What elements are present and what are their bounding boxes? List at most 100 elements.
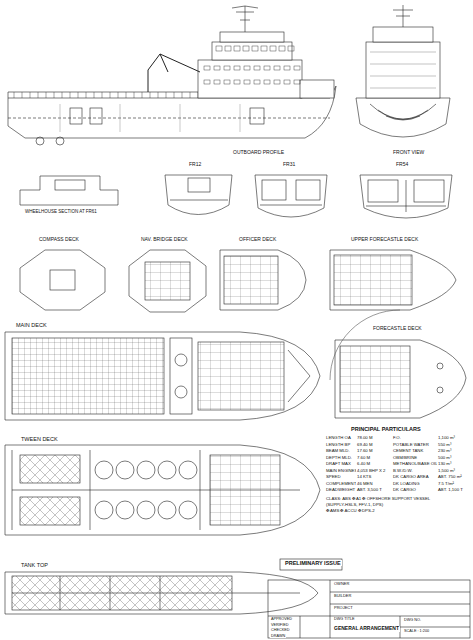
- drawing-label: LENGTH BP: [325, 443, 351, 448]
- tank-top-plan: [5, 572, 318, 614]
- drawing-path: [148, 54, 200, 92]
- drawing-stroke: [182, 92, 183, 98]
- drawing-label: LENGTH OA: [325, 436, 352, 441]
- drawing-rect: [198, 342, 284, 410]
- drawing-path: [393, 5, 413, 27]
- drawing-label: NAV. BRIDGE DECK: [140, 237, 189, 243]
- drawing-rect: [170, 338, 192, 414]
- preliminary-stamp: [280, 559, 342, 570]
- drawing-path: [360, 175, 452, 218]
- drawing-label: 550 m³: [437, 443, 452, 448]
- drawing-label: 69.40 M: [356, 443, 374, 448]
- drawing-label: FR12: [188, 162, 202, 168]
- drawing-path: [260, 205, 322, 206]
- drawing-label: 6.40 M: [356, 462, 371, 467]
- outboard-profile: [8, 6, 336, 145]
- drawing-circle: [175, 354, 187, 366]
- drawing-circle: [175, 386, 187, 398]
- drawing-label: BEAM MLD.: [325, 449, 351, 454]
- drawing-path: [232, 6, 258, 32]
- drawing-label: POTABLE WATER: [392, 443, 430, 448]
- drawing-label: WHEELHOUSE SECTION AT FR61: [24, 209, 98, 214]
- drawing-label: 14 KTS: [356, 475, 372, 480]
- drawing-stroke: [234, 66, 240, 70]
- drawing-stroke: [174, 92, 175, 98]
- drawing-stroke: [243, 46, 249, 51]
- drawing-stroke: [214, 66, 220, 70]
- drawing-rect: [334, 255, 412, 305]
- drawing-stroke: [116, 501, 134, 519]
- drawing-rect: [366, 42, 440, 98]
- drawing-label: 7.60 M: [356, 456, 371, 461]
- tween-deck-plan: [5, 445, 320, 535]
- drawing-label: FR31: [282, 162, 296, 168]
- drawing-path: [20, 176, 118, 205]
- drawing-rect: [50, 270, 75, 290]
- drawing-stroke: [214, 80, 220, 84]
- drawing-label: PRELIMINARY ISSUE: [284, 560, 342, 566]
- drawing-label: DK CARGO: [392, 488, 417, 493]
- drawing-stroke: [294, 80, 300, 84]
- drawing-label: TANK TOP: [20, 562, 49, 568]
- drawing-stroke: [234, 80, 240, 84]
- drawing-label: ABT. 3,500 T: [356, 488, 383, 493]
- drawing-stroke: [102, 92, 103, 98]
- drawing-label: DRAFT MAX: [325, 462, 352, 467]
- drawing-label: OWNER: [333, 582, 350, 587]
- drawing-label: DEPTH MLD.: [325, 456, 353, 461]
- wheelhouse-section: [20, 176, 118, 205]
- drawing-label: B.W./D.W.: [392, 469, 414, 474]
- drawing-label: APPROVED: [270, 617, 293, 621]
- drawing-stroke: [95, 501, 113, 519]
- drawing-path: [366, 180, 446, 212]
- drawing-circle: [36, 137, 44, 145]
- drawing-label: DEADWEIGHT: [325, 488, 356, 493]
- drawing-stroke: [284, 66, 290, 70]
- drawing-circle: [437, 387, 443, 393]
- drawing-label: METHANOL/BASE OIL: [392, 462, 439, 467]
- drawing-stroke: [46, 92, 47, 98]
- drawing-label: CLASS: ABS ✠ A1 ✠ OFFSHORE SUPPORT VESSE…: [325, 497, 431, 502]
- drawing-stroke: [95, 461, 113, 479]
- drawing-path: [5, 332, 320, 420]
- drawing-stroke: [279, 46, 285, 51]
- drawing-rect: [12, 338, 164, 414]
- drawing-rect: [300, 80, 334, 98]
- drawing-label: OFFICER DECK: [238, 237, 277, 243]
- drawing-label: 230 m³: [437, 449, 452, 454]
- drawing-path: [129, 250, 206, 312]
- drawing-path: [8, 92, 200, 98]
- drawing-label: ABT. 750 m²: [437, 475, 463, 480]
- drawing-stroke: [62, 92, 63, 98]
- drawing-path: [12, 450, 300, 530]
- drawing-label: COMPLEMENT: [325, 482, 357, 487]
- drawing-path: [335, 340, 466, 418]
- drawing-label: F.O.: [392, 436, 402, 441]
- drawing-label: PROJECT: [333, 606, 354, 611]
- drawing-path: [165, 175, 232, 215]
- drawing-stroke: [30, 92, 31, 98]
- drawing-path: [12, 576, 300, 610]
- forecastle-deck-plan: [330, 310, 466, 418]
- drawing-stroke: [264, 66, 270, 70]
- drawing-rect: [212, 42, 292, 60]
- main-deck-plan: [5, 332, 320, 420]
- drawing-label: MAIN ENGINES: [325, 469, 358, 474]
- drawing-label: CEMENT TANK: [392, 449, 424, 454]
- drawing-stroke: [254, 80, 260, 84]
- drawing-rect: [210, 455, 280, 525]
- drawing-stroke: [244, 80, 250, 84]
- drawing-label: FORECASTLE DECK: [372, 326, 423, 332]
- drawing-rect: [414, 180, 444, 202]
- drawing-stroke: [118, 92, 119, 98]
- drawing-path: [170, 200, 228, 201]
- drawing-path: [330, 310, 400, 380]
- drawing-path: [60, 104, 240, 132]
- drawing-stroke: [158, 501, 176, 519]
- drawing-label: 130 m³: [437, 462, 452, 467]
- drawing-stroke: [137, 501, 155, 519]
- drawing-stroke: [70, 92, 71, 98]
- drawing-stroke: [261, 46, 267, 51]
- drawing-path: [255, 175, 327, 217]
